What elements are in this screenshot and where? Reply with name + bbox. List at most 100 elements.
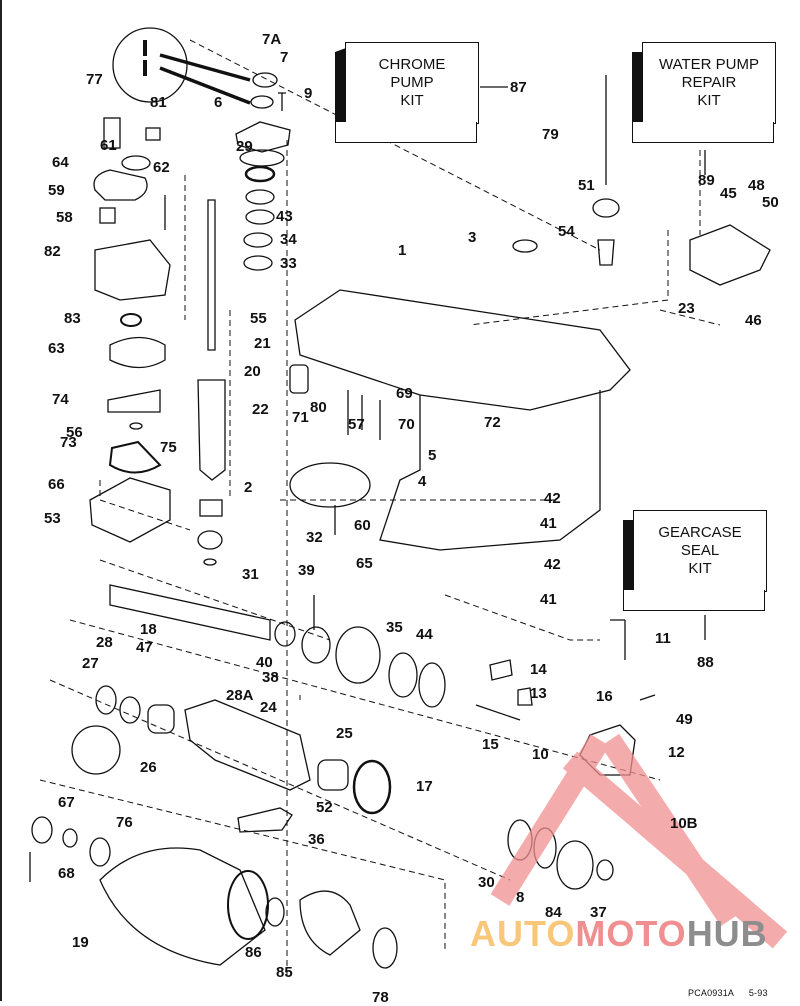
watermark-part: AUTO (470, 913, 576, 954)
callout-label: 22 (252, 401, 269, 418)
kit-label-line: PUMP (390, 74, 434, 91)
callout-label: 76 (116, 814, 133, 831)
inset-bearing-detail-icon (71, 725, 121, 775)
watermark-part: HUB (686, 913, 768, 954)
kit-label-line: GEARCASE (658, 524, 742, 541)
inset-seal-detail-icon (112, 27, 188, 103)
kit-label-line: REPAIR (681, 74, 737, 91)
callout-label: 75 (160, 439, 177, 456)
callout-label: 11 (655, 630, 671, 647)
callout-label: 54 (558, 223, 575, 240)
kit-label-line: KIT (400, 92, 424, 109)
callout-label: 43 (276, 208, 293, 225)
callout-label: 21 (254, 335, 271, 352)
callout-label: 82 (44, 243, 61, 260)
callout-label: 28A (226, 687, 254, 704)
callout-label: 28 (96, 634, 113, 651)
callout-label: 1 (398, 242, 407, 259)
callout-label: 68 (58, 865, 75, 882)
callout-label: 10B (670, 815, 698, 832)
callout-label: 77 (86, 71, 103, 88)
callout-label: 4 (418, 473, 427, 490)
callout-label: 81 (150, 94, 167, 111)
callout-label: 14 (530, 661, 547, 678)
callout-label: 37 (590, 904, 607, 921)
page-border (0, 0, 2, 1001)
callout-label: 46 (745, 312, 762, 329)
callout-label: 48 (748, 177, 765, 194)
callout-label: 3 (468, 229, 477, 246)
callout-label: 38 (262, 669, 279, 686)
callout-label: 66 (48, 476, 65, 493)
callout-label: 19 (72, 934, 89, 951)
callout-label: 63 (48, 340, 65, 357)
callout-label: 31 (242, 566, 259, 583)
callout-label: 55 (250, 310, 267, 327)
watermark-text: AUTOMOTOHUB (470, 916, 768, 952)
figure-code: PCA0931A (688, 988, 735, 998)
callout-label: 36 (308, 831, 325, 848)
callout-label: 47 (136, 639, 153, 656)
assembly-guide-lines (39, 39, 721, 980)
callout-label: 15 (482, 736, 499, 753)
callout-label: 34 (280, 231, 297, 248)
callout-label: 41 (540, 591, 557, 608)
callout-label: 26 (140, 759, 157, 776)
callout-label: 65 (356, 555, 373, 572)
callout-label: 58 (56, 209, 73, 226)
callout-label: 84 (545, 904, 562, 921)
callout-label: 7A (262, 31, 282, 48)
callout-label: 12 (668, 744, 685, 761)
callout-label: 62 (153, 159, 170, 176)
callout-label: 45 (720, 185, 737, 202)
kit-label-line: SEAL (680, 542, 720, 559)
callout-label: 56 (66, 424, 83, 441)
kit-label-line: WATER PUMP (659, 56, 759, 73)
callout-label: 53 (44, 510, 61, 527)
callout-label: 80 (310, 399, 327, 416)
callout-label: 6 (214, 94, 223, 111)
callout-label: 8 (516, 889, 525, 906)
callout-label: 51 (578, 177, 595, 194)
callout-label: 86 (245, 944, 262, 961)
callout-label: 29 (236, 138, 253, 155)
callout-label: 39 (298, 562, 315, 579)
callout-label: 5 (428, 447, 437, 464)
gearcase-seal-kit-box: GEARCASE SEAL KIT (623, 510, 771, 614)
callout-label: 70 (398, 416, 415, 433)
callout-label: 88 (697, 654, 714, 671)
callout-label: 42 (544, 490, 561, 507)
callout-label: 83 (64, 310, 81, 327)
chrome-pump-kit-box: CHROME PUMP KIT (335, 42, 483, 146)
callout-label: 71 (292, 409, 309, 426)
callout-label: 50 (762, 194, 779, 211)
callout-label: 79 (542, 126, 559, 143)
callout-label: 7 (280, 49, 289, 66)
callout-label: 18 (140, 621, 157, 638)
callout-label: 60 (354, 517, 371, 534)
callout-label: 25 (336, 725, 353, 742)
callout-label: 59 (48, 182, 65, 199)
water-pump-repair-kit-box: WATER PUMP REPAIR KIT (632, 42, 780, 146)
callout-label: 33 (280, 255, 297, 272)
kit-label-line: CHROME (378, 56, 446, 73)
callout-label: 67 (58, 794, 75, 811)
kit-label-line: KIT (688, 560, 712, 577)
callout-label: 57 (348, 416, 365, 433)
callout-label: 2 (244, 479, 253, 496)
kit-label-line: KIT (697, 92, 721, 109)
callout-label: 89 (698, 172, 715, 189)
callout-label: 27 (82, 655, 99, 672)
callout-label: 73 (60, 434, 77, 451)
watermark-part: MOTO (575, 913, 687, 954)
callout-label: 69 (396, 385, 413, 402)
callout-label: 35 (386, 619, 403, 636)
callout-label: 44 (416, 626, 433, 643)
page-number: 5-93 (748, 988, 768, 998)
callout-label: 72 (484, 414, 501, 431)
callout-label: 87 (510, 79, 527, 96)
callout-label: 32 (306, 529, 323, 546)
callout-label: 61 (100, 137, 117, 154)
callout-label: 40 (256, 654, 273, 671)
